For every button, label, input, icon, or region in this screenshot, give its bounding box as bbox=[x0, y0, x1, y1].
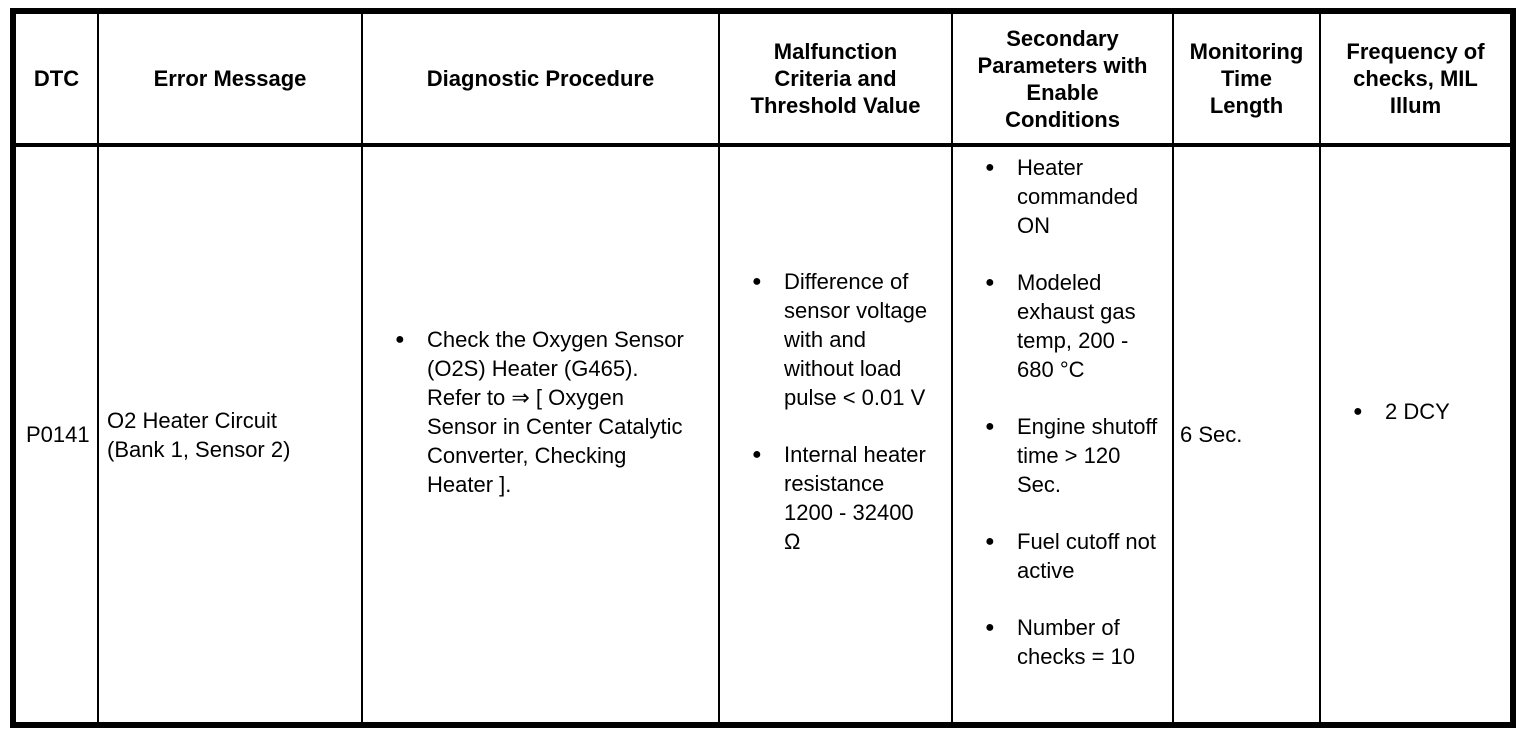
bullet-item: Heater commanded ON bbox=[985, 153, 1166, 240]
table-body: P0141 O2 Heater Circuit (Bank 1, Sensor … bbox=[12, 144, 1514, 726]
col-header-dtc: DTC bbox=[12, 10, 99, 147]
malfunction-criteria-list: Difference of sensor voltage with and wi… bbox=[724, 267, 947, 556]
cell-diagnostic-procedure: Check the Oxygen Sensor (O2S) Heater (G4… bbox=[361, 144, 720, 726]
cell-malfunction-criteria: Difference of sensor voltage with and wi… bbox=[718, 144, 953, 726]
diagnostic-procedure-list: Check the Oxygen Sensor (O2S) Heater (G4… bbox=[367, 325, 714, 499]
col-header-frequency-of-checks: Frequency of checks, MIL Illum bbox=[1319, 10, 1514, 147]
bullet-item: 2 DCY bbox=[1353, 397, 1504, 426]
bullet-item: Check the Oxygen Sensor (O2S) Heater (G4… bbox=[395, 325, 712, 499]
cell-error-message: O2 Heater Circuit (Bank 1, Sensor 2) bbox=[97, 144, 363, 726]
bullet-item: Number of checks = 10 bbox=[985, 613, 1166, 671]
dtc-table: DTC Error Message Diagnostic Procedure M… bbox=[10, 8, 1516, 728]
col-header-secondary-parameters: Secondary Parameters with Enable Conditi… bbox=[951, 10, 1174, 147]
frequency-of-checks-list: 2 DCY bbox=[1325, 397, 1506, 426]
bullet-item: Fuel cutoff not active bbox=[985, 527, 1166, 585]
bullet-item: Internal heater resistance 1200 - 32400 … bbox=[752, 440, 945, 556]
cell-monitoring-time: 6 Sec. bbox=[1172, 144, 1321, 726]
bullet-item: Engine shutoff time > 120 Sec. bbox=[985, 412, 1166, 499]
table-header: DTC Error Message Diagnostic Procedure M… bbox=[12, 10, 1514, 147]
bullet-item: Modeled exhaust gas temp, 200 - 680 °C bbox=[985, 268, 1166, 384]
table-row-p0141: P0141 O2 Heater Circuit (Bank 1, Sensor … bbox=[12, 144, 1514, 726]
bullet-item: Difference of sensor voltage with and wi… bbox=[752, 267, 945, 412]
col-header-diagnostic-procedure: Diagnostic Procedure bbox=[361, 10, 720, 147]
cell-dtc-code: P0141 bbox=[12, 144, 99, 726]
col-header-error-message: Error Message bbox=[97, 10, 363, 147]
cell-frequency-of-checks: 2 DCY bbox=[1319, 144, 1514, 726]
col-header-malfunction-criteria: Malfunction Criteria and Threshold Value bbox=[718, 10, 953, 147]
secondary-parameters-list: Heater commanded ON Modeled exhaust gas t… bbox=[957, 153, 1168, 671]
header-row: DTC Error Message Diagnostic Procedure M… bbox=[12, 10, 1514, 147]
cell-secondary-parameters: Heater commanded ON Modeled exhaust gas t… bbox=[951, 144, 1174, 726]
col-header-monitoring-time: Monitoring Time Length bbox=[1172, 10, 1321, 147]
